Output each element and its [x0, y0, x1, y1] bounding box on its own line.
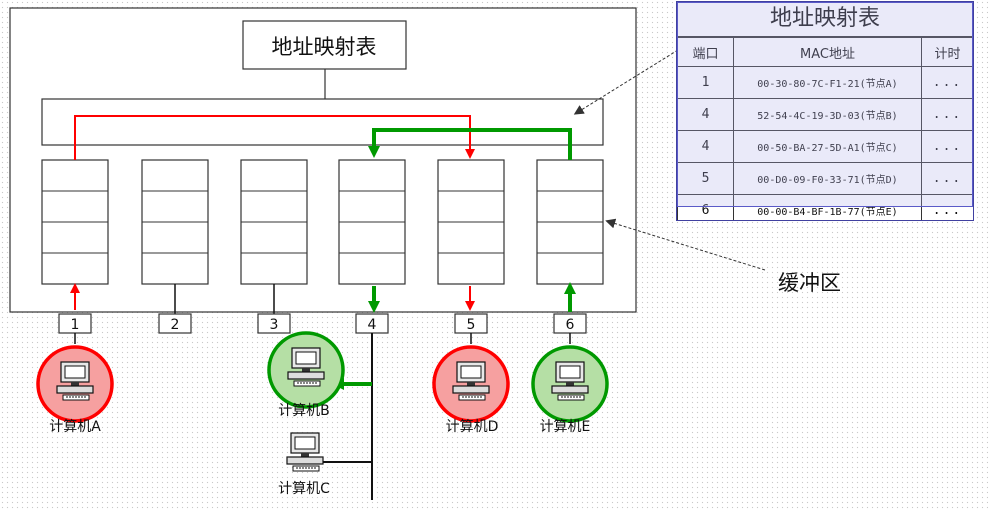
computer-label: 计算机B: [278, 403, 330, 419]
buffer-6: [536, 159, 604, 285]
port-6: 6: [553, 313, 587, 334]
buffer-group: [41, 159, 604, 285]
port-label: 4: [368, 317, 377, 333]
buffer-2: [141, 159, 209, 285]
computer-icon: [452, 361, 490, 401]
computer-icon: [286, 432, 324, 472]
row-timer: ...: [921, 98, 973, 131]
table-row: 1 00-30-80-7C-F1-21(节点A) ...: [677, 66, 973, 99]
table-row: 4 52-54-4C-19-3D-03(节点B) ...: [677, 98, 973, 131]
buffer-callout-line: [605, 218, 766, 271]
address-table-box: [242, 20, 407, 70]
table-row: 6 00-00-B4-BF-1B-77(节点E) ...: [677, 194, 973, 220]
port-label: 5: [467, 317, 476, 333]
computer-label: 计算机D: [446, 419, 499, 435]
wire-group: [74, 333, 571, 344]
port-4: 4: [355, 313, 389, 334]
port-3: 3: [257, 313, 291, 334]
row-mac: 00-D0-09-F0-33-71(节点D): [733, 162, 922, 195]
row-port: 5: [677, 162, 734, 195]
mac-table-panel: 地址映射表 端口 MAC地址 计时 1 00-30-80-7C-F1-21(节点…: [676, 1, 974, 221]
row-mac: 00-00-B4-BF-1B-77(节点E): [733, 194, 922, 220]
computer-icon: [287, 347, 325, 387]
port-box: [158, 313, 192, 334]
table-row: 5 00-D0-09-F0-33-71(节点D) ...: [677, 162, 973, 195]
computer-c: 计算机C: [278, 432, 330, 497]
port-1: 1: [58, 313, 92, 334]
row-timer: ...: [921, 66, 973, 99]
port-label: 1: [71, 317, 80, 333]
port-box: [257, 313, 291, 334]
table-row: 4 00-50-BA-27-5D-A1(节点C) ...: [677, 130, 973, 163]
row-port: 4: [677, 130, 734, 163]
port-label: 3: [270, 317, 279, 333]
computer-label: 计算机C: [278, 481, 330, 497]
buffer-label: 缓冲区: [778, 271, 841, 295]
header-timer: 计时: [921, 37, 973, 67]
buffer-3: [240, 159, 308, 285]
computer-group: 计算机A 计算机B 计算机C 计算机D 计算机E: [36, 331, 609, 497]
computer-label: 计算机A: [49, 419, 101, 435]
computer-a: 计算机A: [36, 345, 114, 435]
forward-path-green: [368, 128, 572, 160]
row-port: 1: [677, 66, 734, 99]
switching-fabric: [41, 98, 604, 146]
row-mac: 00-50-BA-27-5D-A1(节点C): [733, 130, 922, 163]
row-port: 4: [677, 98, 734, 131]
port-2: 2: [158, 313, 192, 334]
computer-b: 计算机B: [267, 331, 345, 419]
mac-table: 端口 MAC地址 计时 1 00-30-80-7C-F1-21(节点A) ...…: [677, 37, 973, 220]
address-table-label: 地址映射表: [272, 35, 377, 59]
buffer-1: [41, 159, 109, 285]
computer-label: 计算机E: [540, 419, 591, 435]
row-mac: 00-30-80-7C-F1-21(节点A): [733, 66, 922, 99]
header-mac: MAC地址: [733, 37, 922, 67]
computer-e: 计算机E: [531, 345, 609, 435]
mac-table-header-row: 端口 MAC地址 计时: [677, 37, 973, 67]
buffer-4: [338, 159, 406, 285]
row-timer: ...: [921, 162, 973, 195]
row-port: 6: [677, 194, 734, 220]
row-timer: ...: [921, 194, 973, 220]
buffer-5: [437, 159, 505, 285]
port-label: 2: [171, 317, 180, 333]
row-mac: 52-54-4C-19-3D-03(节点B): [733, 98, 922, 131]
computer-icon: [56, 361, 94, 401]
port-group: 1 2 3 4 5 6: [58, 284, 587, 334]
mac-table-title: 地址映射表: [677, 2, 973, 37]
header-port: 端口: [677, 37, 734, 67]
port-label: 6: [566, 317, 575, 333]
computer-icon: [551, 361, 589, 401]
computer-d: 计算机D: [432, 345, 510, 435]
forward-path-red: [74, 115, 475, 160]
port-5: 5: [454, 313, 488, 334]
row-timer: ...: [921, 130, 973, 163]
